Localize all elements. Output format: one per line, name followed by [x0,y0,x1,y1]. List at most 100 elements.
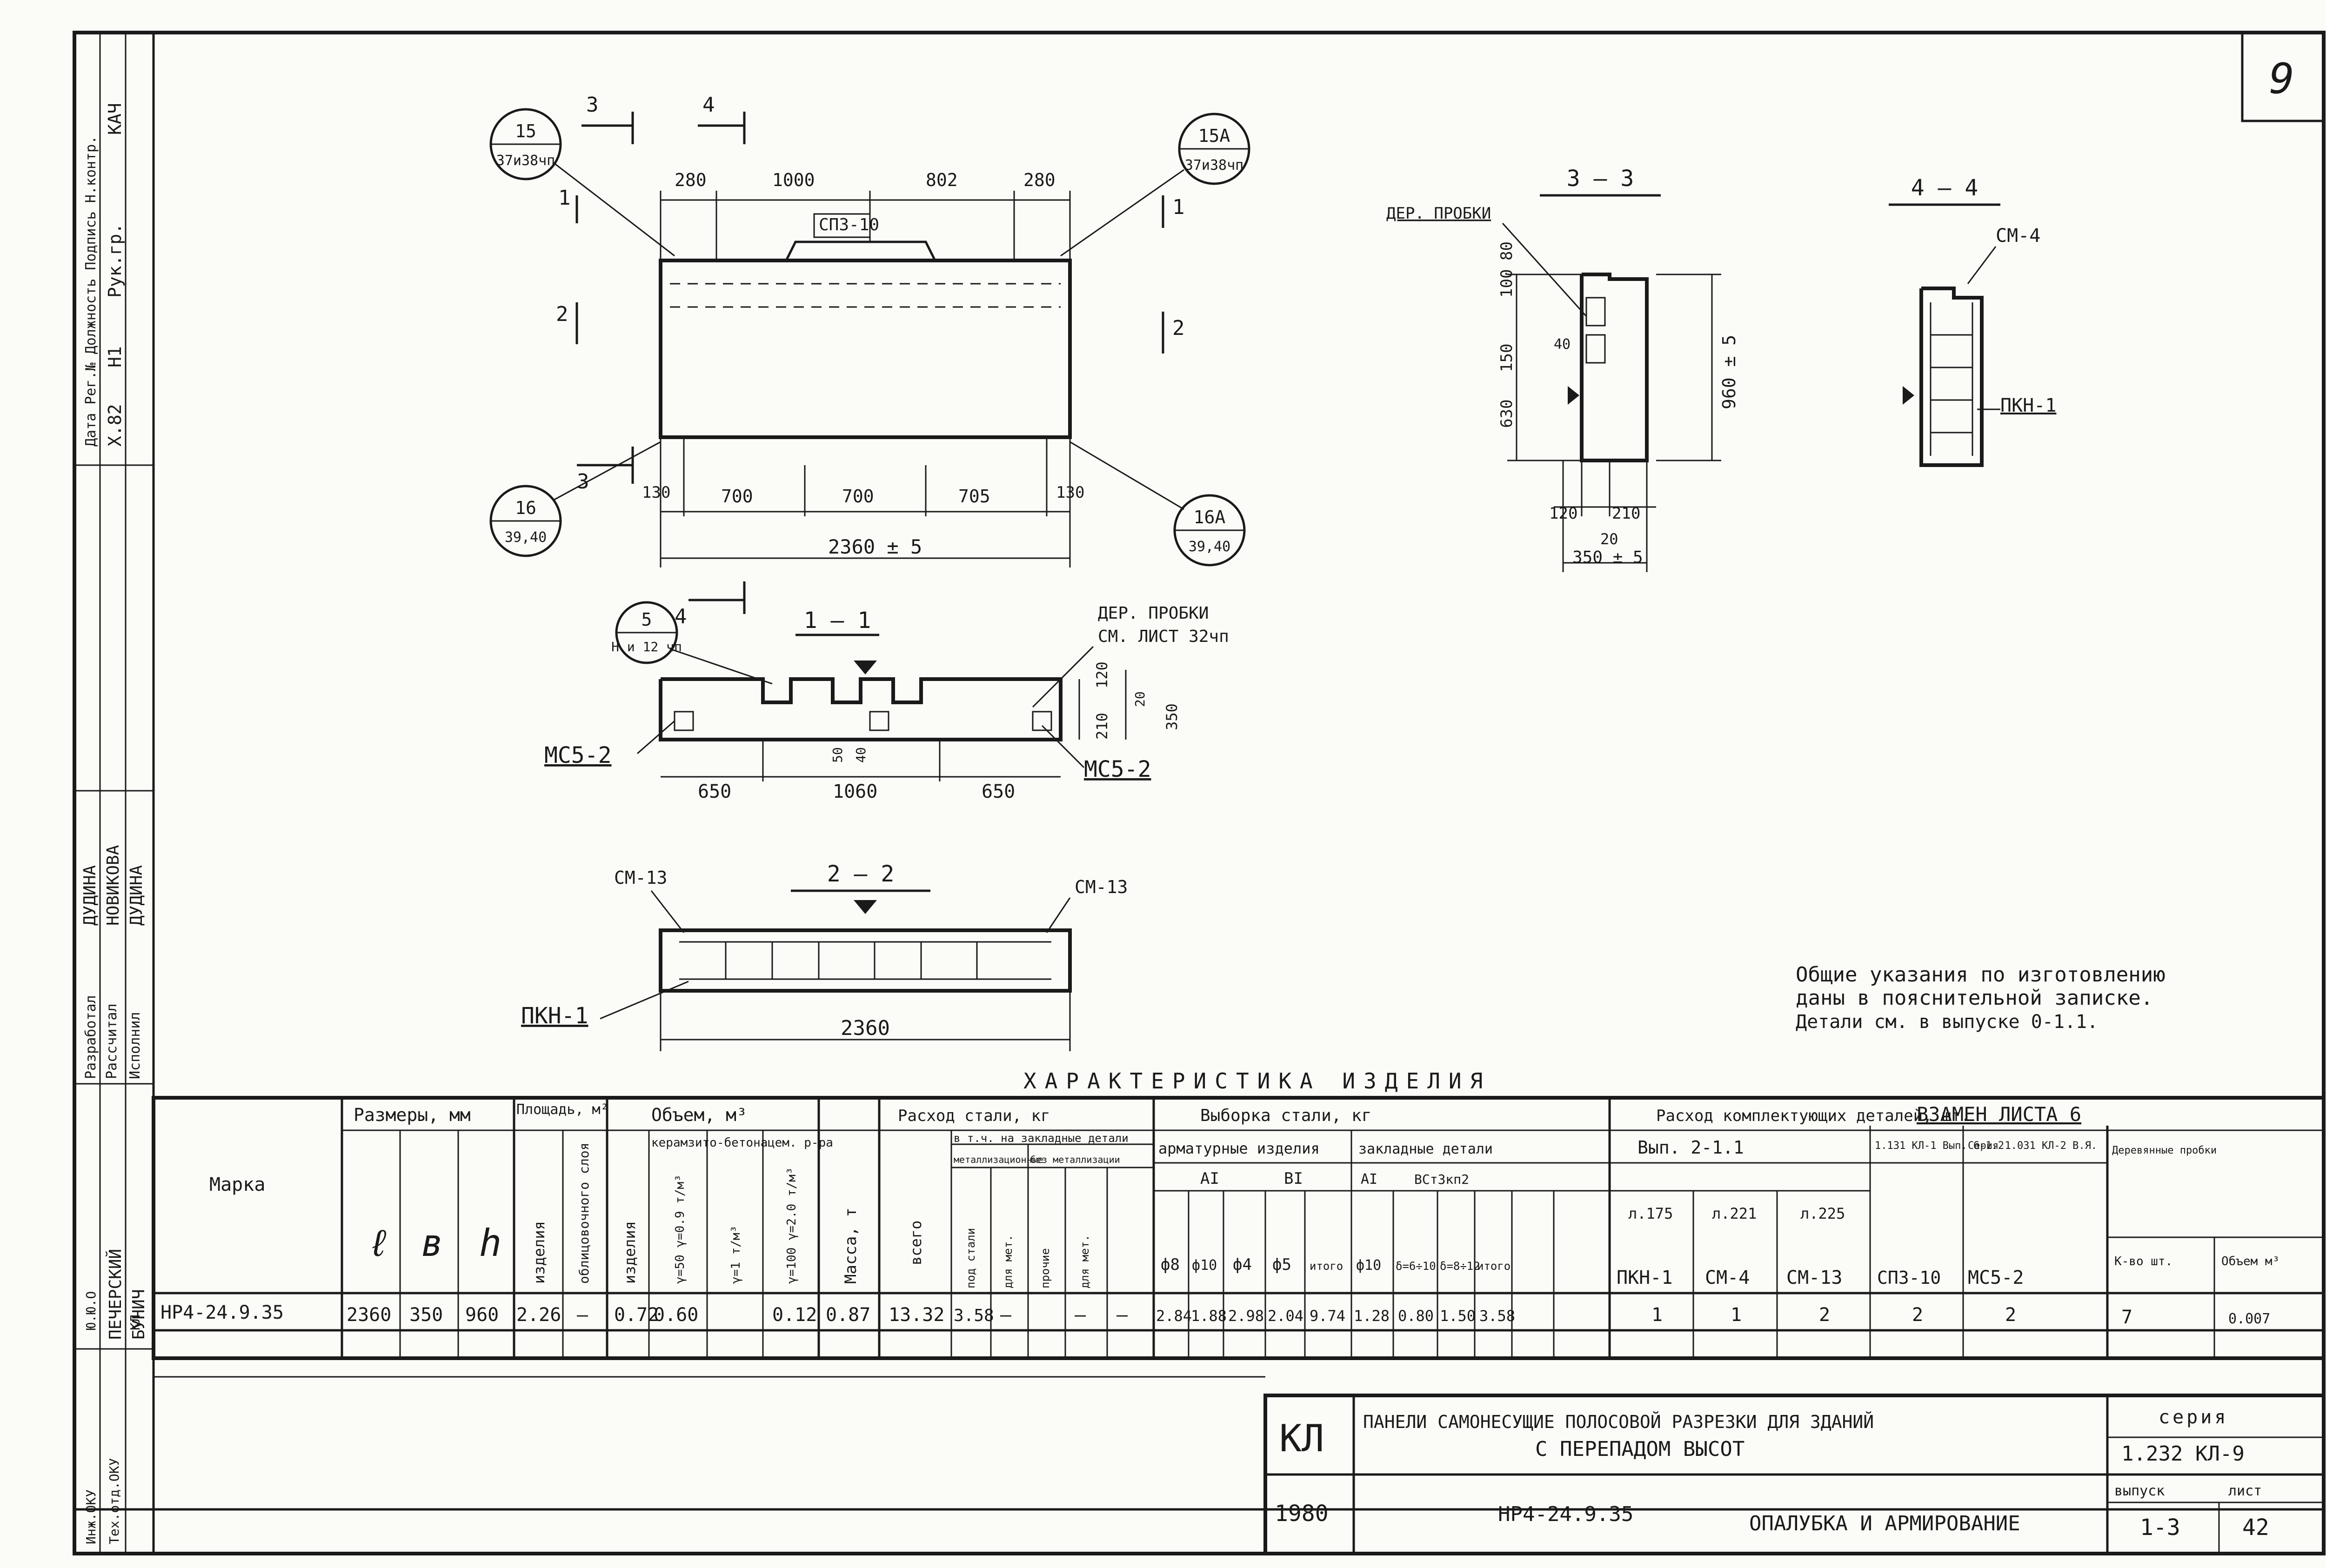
h-steel-e2: для мет. [1002,1234,1015,1288]
h-sel-itog: итого [1310,1260,1343,1273]
cell-b: 350 [409,1304,443,1326]
h-sel-emb: закладные детали [1358,1141,1493,1157]
h-steel: Расход стали, кг [898,1107,1050,1125]
s33-h2: 20 [1600,530,1618,548]
h-mass: Масса, т [842,1208,860,1284]
top-dim-1: 1000 [772,170,815,190]
stamp-header-v3: КАЧ [105,103,125,135]
page-number-box: 9 [2241,31,2325,122]
top-dim-3: 280 [1023,170,1056,190]
s11-dim-1: 1060 [833,781,877,802]
cell-emb-d10: 1.28 [1354,1307,1390,1325]
tb-title-2: С ПЕРЕПАДОМ ВЫСОТ [1535,1437,1744,1461]
main-panel-view: СПЗ-10 280 1000 802 280 130 700 700 705 … [489,93,1250,628]
s33-v5: 960 ± 5 [1719,335,1739,409]
section-4-4-title: 4 — 4 [1911,175,1978,201]
cell-vol: 0.72 [614,1304,659,1326]
tb-subject: ОПАЛУБКА И АРМИРОВАНИЕ [1749,1512,2020,1535]
tb-sheet: 42 [2242,1515,2269,1541]
s11-note1: ДЕР. ПРОБКИ [1098,604,1209,623]
side-stamp: Дата Рег.№ Должность Подпись Н.контр. Х.… [73,31,155,1555]
label-spz: СПЗ-10 [819,215,879,234]
s44-cm: СМ-4 [1996,225,2040,247]
h-sel-emb-itog: итого [1477,1260,1511,1273]
svg-text:3: 3 [586,93,599,117]
cell-area: 2.26 [516,1304,561,1326]
h-comp-d2: л.221 [1712,1205,1757,1222]
top-dim-2: 802 [926,170,958,190]
tb-issue-label: выпуск [2114,1483,2165,1499]
h-b: в [421,1221,443,1265]
section-4-4: 4 — 4 СМ-4 ПКН-1 [1889,175,2056,467]
cell-emb-itog: 3.58 [1479,1307,1515,1325]
svg-text:37и38чп: 37и38чп [496,153,555,169]
cell-spz: 2 [1912,1304,1923,1326]
h-comp-v2: 1.131 КЛ-1 Вып. 6-1.2 [1875,1140,2004,1152]
callout-16: 16 39,40 [489,441,661,557]
svg-text:39,40: 39,40 [505,529,547,546]
general-notes: Общие указания по изготовлению даны в по… [1796,963,2166,1033]
bot-dim-2: 700 [842,486,874,507]
stamp-name-1: НОВИКОВА [104,845,123,926]
tb-series: 1.232 КЛ-9 [2121,1442,2245,1466]
cell-steel-e3: — [1075,1304,1086,1326]
stamp-misc-2: КЛ [127,1314,143,1330]
title-block: КЛ 1980 ПАНЕЛИ САМОНЕСУЩИЕ ПОЛОСОВОЙ РАЗ… [1263,1394,2326,1555]
h-comp-wood-b: Объем м³ [2221,1254,2279,1268]
stamp-role-2: Исполнил [127,1012,143,1080]
h-steel-emb: в т.ч. на закладные детали [954,1132,1129,1145]
s11-vert-1: 210 [1093,713,1111,740]
h-cm13: СМ-13 [1786,1267,1842,1288]
cell-d4: 2.98 [1228,1307,1264,1325]
stamp-header-v2: Рук.гр. [105,223,125,298]
h-sel-emb-AI: АI [1361,1171,1377,1188]
top-dim-0: 280 [675,170,707,190]
note-line-1: даны в пояснительной записке. [1796,986,2153,1010]
h-comp: Расход комплектующих деталей, шт. [1656,1107,1971,1125]
section-3-3: 3 — 3 ДЕР. ПРОБКИ 80 100 150 40 630 960 … [1386,166,1739,572]
cell-itog: 9.74 [1310,1307,1345,1325]
s11-dim-2: 650 [982,781,1015,802]
tb-mark: НР4-24.9.35 [1498,1502,1633,1526]
h-comp-v: Вып. 2-1.1 [1638,1137,1744,1158]
cell-steel-all: 13.32 [889,1304,944,1326]
s11-note2: СМ. ЛИСТ 32чп [1098,627,1229,646]
s11-vert-4: 50 [830,747,845,763]
s11-vert-3: 20 [1132,691,1148,707]
h-comp-d1: л.175 [1628,1205,1673,1222]
tb-series-label: серия [2159,1407,2228,1428]
callout-15: 15 37и38чп [489,108,675,257]
s11-vert-5: 40 [853,747,869,763]
h-comp-wood: Деревянные пробки [2112,1145,2217,1156]
cell-pkn: 1 [1651,1304,1663,1326]
h-steel-emb-b: без металлизации [1030,1154,1120,1165]
s11-mc-left: МС5-2 [544,742,612,768]
h-sel-arm: арматурные изделия [1158,1140,1320,1157]
s33-h1: 210 [1612,504,1640,523]
h-h: h [479,1221,501,1265]
page-number: 9 [2269,54,2294,103]
h-vol: Объем, м³ [651,1105,747,1125]
h-sel-d5: ф5 [1272,1255,1291,1274]
h-steel-e1: под стали [964,1228,977,1288]
h-comp-wood-a: К-во шт. [2114,1254,2172,1268]
h-steel-all: всего [907,1221,925,1265]
h-pkn: ПКН-1 [1617,1267,1672,1288]
h-steel-e3: прочие [1039,1248,1052,1288]
h-comp-ser: Серия 1.031 КЛ-2 В.Я. [1968,1140,2097,1152]
svg-text:2: 2 [556,302,568,326]
svg-text:4: 4 [702,93,715,117]
h-sel-emb-812: δ=8÷12 [1440,1260,1480,1273]
svg-text:37и38чп: 37и38чп [1185,157,1243,173]
svg-text:1: 1 [1172,195,1185,219]
stamp-name2-1: БУНИЧ [129,1289,148,1340]
h-vol-b2: γ=1 т/м³ [729,1226,743,1284]
s33-v1: 100 [1497,269,1516,298]
h-sel-BI: ВI [1284,1169,1303,1188]
cell-area-clad: — [577,1304,588,1326]
s22-width: 2360 [841,1016,890,1040]
h-marka: Марка [209,1174,265,1195]
h-vol-b1: γ=50 γ=0.9 т/м³ [673,1174,687,1284]
stamp-role-0: Разработал [83,995,99,1079]
note-line-0: Общие указания по изготовлению [1796,963,2166,987]
